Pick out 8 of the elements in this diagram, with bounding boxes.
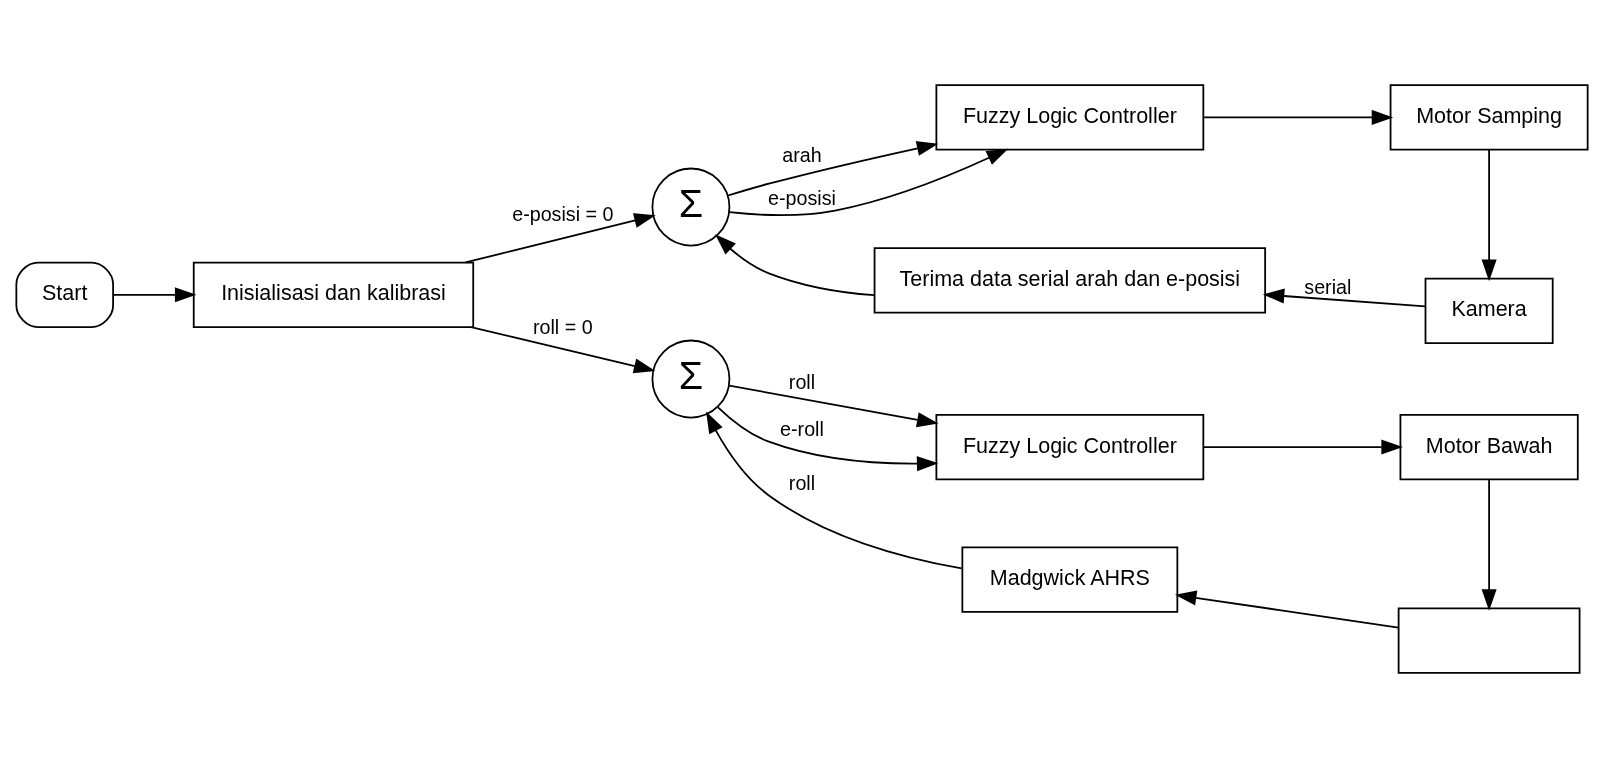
- edge-label: arah: [782, 143, 822, 166]
- edge-label: roll: [788, 370, 816, 393]
- edge-label: e-roll: [780, 417, 824, 440]
- edge-label: e-posisi = 0: [512, 202, 614, 225]
- edge-label: serial: [1304, 275, 1352, 298]
- edge-label: roll = 0: [532, 315, 593, 338]
- edge-label: e-posisi: [768, 186, 836, 209]
- edge-label: roll: [788, 471, 816, 494]
